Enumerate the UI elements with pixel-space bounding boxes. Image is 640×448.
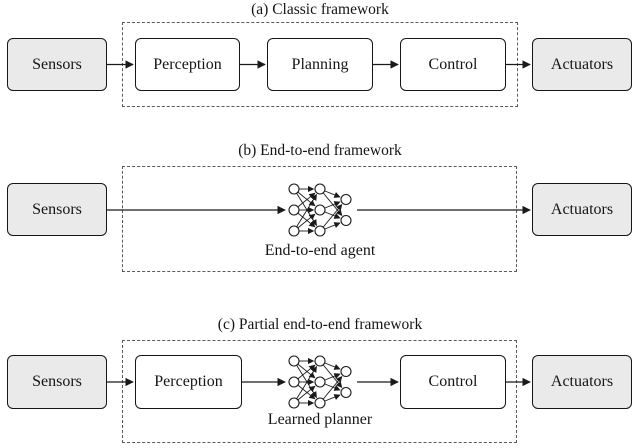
panel-a-actuators-box: Actuators [532,38,632,91]
panel-b-dashed-boundary [122,166,517,272]
panel-a-control-box: Control [400,38,506,91]
panel-a-sensors-box: Sensors [7,38,107,91]
learned-planner-label: Learned planner [267,411,373,428]
panel-c-title: (c) Partial end-to-end framework [217,316,423,333]
end-to-end-agent-label: End-to-end agent [264,242,376,259]
panel-b-actuators-box: Actuators [532,183,632,236]
panel-b-title: (b) End-to-end framework [238,142,402,159]
panel-b-sensors-box: Sensors [7,183,107,236]
panel-c-perception-box: Perception [135,355,242,409]
panel-a-perception-box: Perception [135,38,240,91]
panel-c-control-box: Control [400,355,506,409]
panel-a-title: (a) Classic framework [251,1,389,18]
panel-c-sensors-box: Sensors [7,355,107,409]
panel-c-actuators-box: Actuators [532,355,632,409]
panel-c-dashed-boundary [122,340,517,443]
panel-a-planning-box: Planning [267,38,373,91]
